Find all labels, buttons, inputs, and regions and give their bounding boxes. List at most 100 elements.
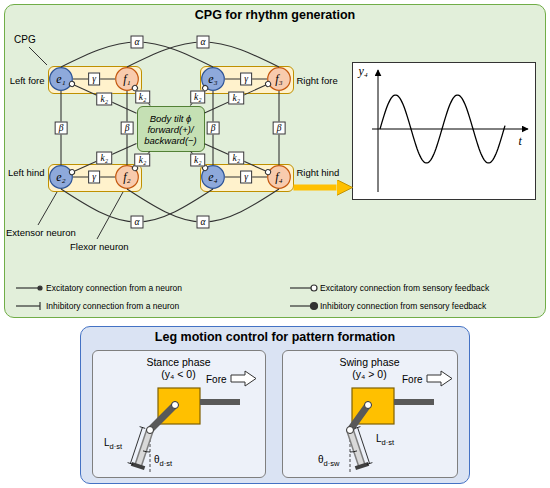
text-slot: β — [207, 122, 220, 135]
node-text: e₃ — [201, 67, 225, 91]
text-slot: t — [519, 134, 522, 148]
weight-label: β — [55, 122, 68, 135]
text-slot: y₄ — [359, 64, 369, 78]
stance-leg — [128, 371, 256, 474]
text-slot: α — [131, 36, 144, 49]
legend-text: Excitatory connection from a neuron — [46, 282, 182, 294]
leader-line — [97, 192, 123, 239]
neuron-circle — [50, 68, 73, 91]
text-slot: k₂ — [96, 151, 112, 164]
legend-dot — [38, 286, 42, 290]
text-slot: e₁ — [49, 67, 73, 91]
callout-label: Extensor neuron — [6, 226, 76, 239]
leader-lines — [29, 47, 123, 239]
dimension-line — [130, 428, 142, 464]
text-slot: Right fore — [297, 75, 338, 87]
thigh — [150, 405, 175, 430]
flexor-neuron: f₁ — [115, 67, 139, 91]
angle-label: θd·st — [154, 453, 172, 470]
legend-text: Inhibitory connection from a neuron — [46, 300, 179, 312]
neuron-circle — [116, 68, 139, 91]
text-slot: Body tilt ϕ forward(+)/ backward(−) — [138, 112, 204, 145]
dimension-tick — [367, 463, 373, 465]
weight-label: k₂ — [190, 153, 206, 166]
text-slot: Flexor neuron — [70, 240, 129, 253]
text-slot: θd·sw — [318, 453, 339, 470]
text-slot: Fore — [206, 373, 227, 386]
neural-connection — [135, 88, 150, 105]
text-slot: α — [131, 216, 144, 229]
neuron-circle — [268, 68, 291, 91]
connectors — [61, 42, 337, 222]
weight-label: k₂ — [96, 151, 112, 164]
text-slot: k₂ — [229, 151, 245, 164]
weight-label: k₂ — [229, 151, 245, 164]
text-slot: Ld·st — [104, 436, 122, 453]
leader-line — [29, 47, 47, 65]
subscript: d·st — [110, 442, 123, 451]
weight-label: k₂ — [135, 90, 151, 103]
node-text: Left hind — [8, 167, 44, 179]
flexor-neuron: f₂ — [115, 165, 139, 189]
node-text: Stance phase (y₄ < 0) — [143, 356, 215, 380]
angle-label: θd·sw — [318, 453, 339, 470]
neural-connection — [72, 144, 137, 173]
node-text: t — [519, 134, 522, 148]
text-slot: CPG for rhythm generation — [5, 8, 545, 23]
dimension-label: Ld·st — [104, 436, 122, 453]
text-slot: β — [121, 122, 134, 135]
sensor-box: Body tilt ϕ forward(+)/ backward(−) — [137, 106, 205, 152]
node-text: f₃ — [267, 67, 291, 91]
text-slot: f₁ — [115, 67, 139, 91]
text-slot: Left fore — [10, 75, 45, 87]
flexor-neuron: f₄ — [267, 165, 291, 189]
direction-arrow — [427, 371, 452, 386]
direction-label: Fore — [402, 373, 423, 386]
text-slot: Excitatory connection from a neuron — [46, 282, 182, 294]
text-slot: Extensor neuron — [6, 226, 76, 239]
weight-label: α — [197, 216, 210, 229]
text-slot: e₂ — [49, 165, 73, 189]
dimension-tick — [355, 427, 361, 429]
extensor-neuron: e₁ — [49, 67, 73, 91]
wave — [380, 95, 505, 163]
text-slot: α — [197, 216, 210, 229]
signal-curve — [380, 95, 505, 163]
weight-label: k₂ — [229, 92, 245, 105]
neural-connection — [72, 84, 137, 113]
knee-joint — [147, 427, 154, 434]
y-axis — [378, 70, 379, 192]
extensor-neuron: e₂ — [49, 165, 73, 189]
weight-label: γ — [240, 73, 252, 86]
text-slot: γ — [240, 171, 252, 184]
neural-connection — [205, 84, 269, 113]
legend-text: Inhibitory connection from sensory feedb… — [320, 300, 486, 312]
head-bar — [200, 399, 240, 405]
node-text: Right hind — [297, 167, 340, 179]
text-slot: k₂ — [135, 153, 151, 166]
weight-label: β — [207, 122, 220, 135]
text-slot: CPG — [14, 33, 36, 46]
text-slot: Leg motion control for pattern formation — [81, 330, 469, 345]
weight-label: β — [121, 122, 134, 135]
subscript: d·st — [382, 438, 395, 447]
node-text: e₂ — [49, 165, 73, 189]
plot-box: y₄ t — [352, 62, 536, 200]
neural-connection — [191, 152, 205, 168]
swing-leg — [347, 371, 453, 474]
output-arrow — [294, 185, 337, 191]
weight-label: k₂ — [135, 153, 151, 166]
weight-label: k₂ — [190, 90, 206, 103]
neuron-circle — [202, 166, 225, 189]
foot — [355, 464, 368, 468]
extensor-neuron: e₃ — [201, 67, 225, 91]
neuron-circle — [202, 68, 225, 91]
text-slot: k₂ — [190, 153, 206, 166]
head-bar — [394, 399, 434, 405]
weight-label: α — [197, 36, 210, 49]
callout-label: Flexor neuron — [70, 240, 129, 253]
node-text: Left fore — [10, 75, 45, 87]
direction-label: Fore — [206, 373, 227, 386]
dimension-tick — [140, 427, 146, 429]
